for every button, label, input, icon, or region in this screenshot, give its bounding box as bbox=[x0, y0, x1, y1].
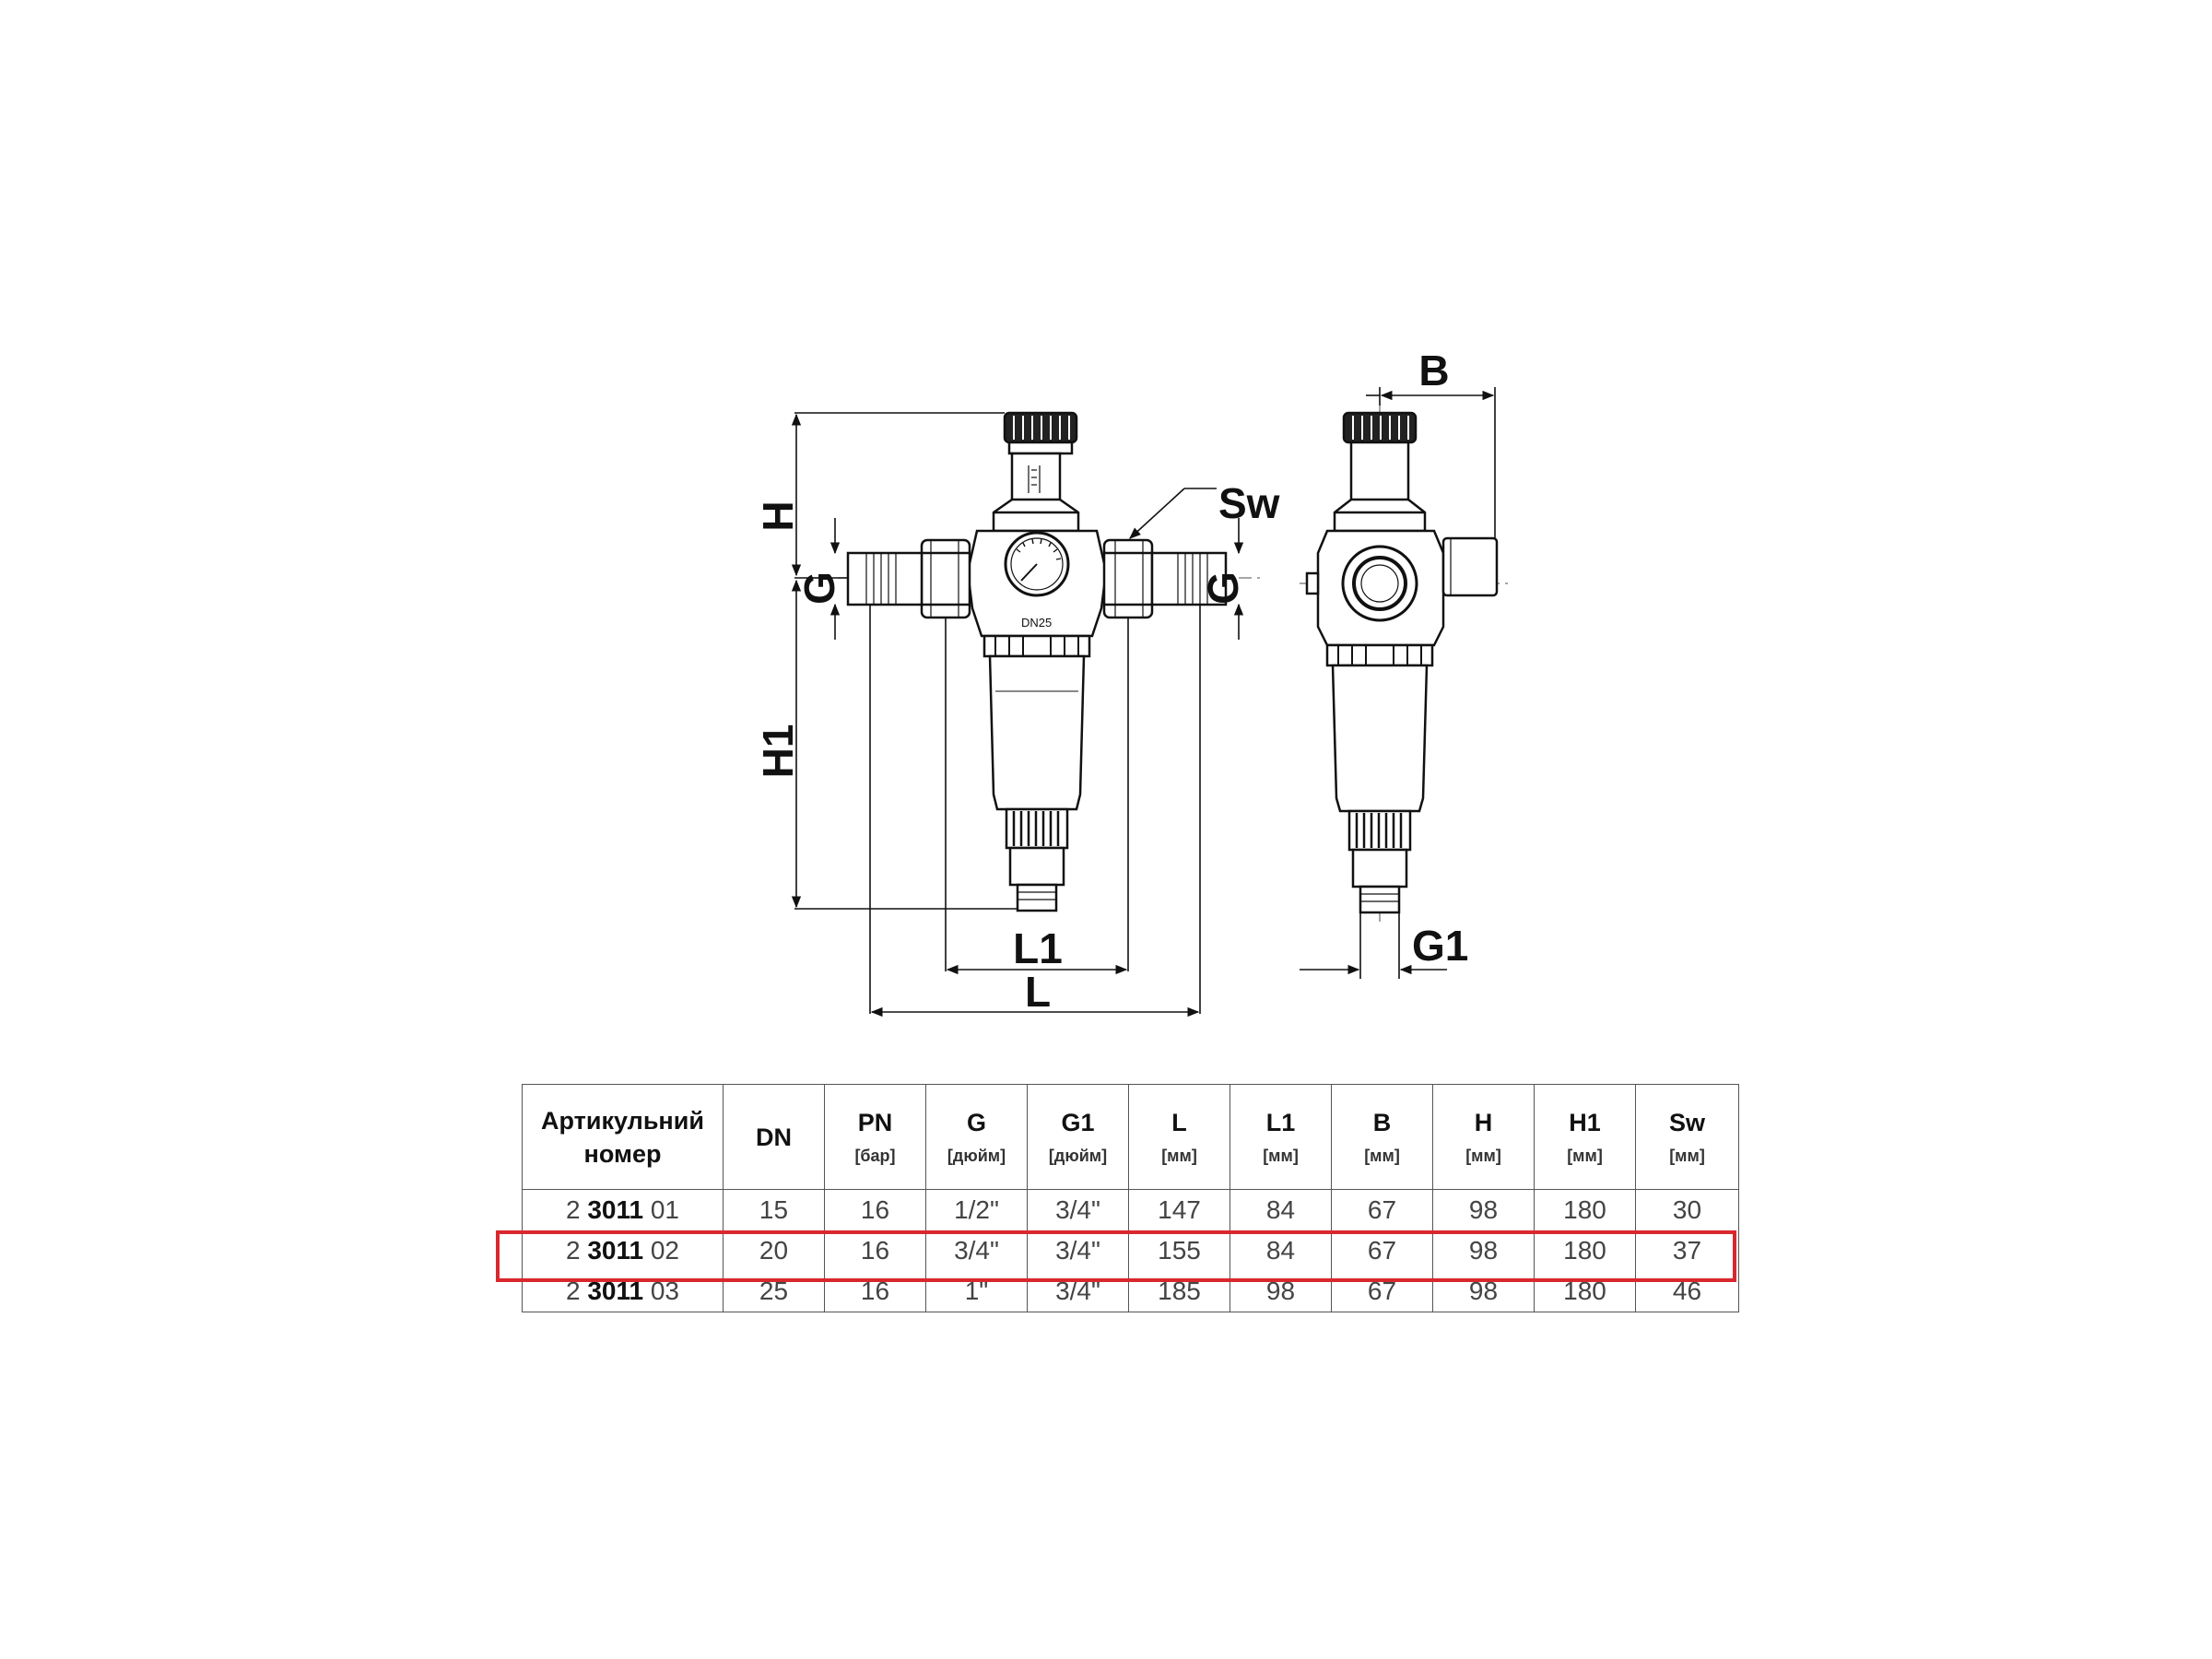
article-prefix: 2 bbox=[565, 1236, 581, 1265]
article-suffix: 02 bbox=[650, 1236, 680, 1265]
header-g1: G1 [дюйм] bbox=[1027, 1084, 1129, 1190]
dim-label-h: H bbox=[754, 500, 802, 531]
front-view: DN25 bbox=[811, 411, 1263, 912]
cell-l1: 84 bbox=[1230, 1189, 1332, 1230]
article-prefix: 2 bbox=[565, 1277, 581, 1305]
cell-g: 1" bbox=[925, 1271, 1028, 1312]
cell-h: 98 bbox=[1432, 1189, 1535, 1230]
header-article-line1: Артикульний bbox=[541, 1106, 704, 1135]
article-number: 2 3011 01 bbox=[522, 1189, 724, 1230]
dim-label-g-left: G bbox=[795, 571, 843, 605]
header-g: G [дюйм] bbox=[925, 1084, 1028, 1190]
outlet-connection bbox=[1102, 538, 1228, 619]
table-row: 2 3011 01 15 16 1/2" 3/4" 147 84 67 98 1… bbox=[522, 1189, 1739, 1230]
header-l1: L1 [мм] bbox=[1230, 1084, 1332, 1190]
size-mark: DN25 bbox=[1021, 616, 1052, 629]
article-main: 3011 bbox=[587, 1236, 644, 1265]
header-pn-name: PN bbox=[857, 1109, 893, 1136]
front-dimensions bbox=[791, 412, 1244, 1018]
header-h1-unit: [мм] bbox=[1567, 1147, 1603, 1165]
header-sw-unit: [мм] bbox=[1669, 1147, 1705, 1165]
side-dimensions bbox=[1300, 387, 1496, 979]
dim-label-g1: G1 bbox=[1412, 922, 1468, 970]
header-pn-unit: [бар] bbox=[854, 1147, 896, 1165]
cell-h: 98 bbox=[1432, 1230, 1535, 1271]
side-gauge bbox=[1441, 536, 1499, 597]
cell-sw: 37 bbox=[1635, 1230, 1739, 1271]
cell-g1: 3/4" bbox=[1027, 1230, 1129, 1271]
header-l: L [мм] bbox=[1128, 1084, 1230, 1190]
filter-bowl bbox=[988, 654, 1086, 811]
cell-sw: 30 bbox=[1635, 1189, 1739, 1230]
header-b-name: B bbox=[1372, 1109, 1392, 1136]
cell-pn: 16 bbox=[824, 1189, 926, 1230]
cell-l1: 84 bbox=[1230, 1230, 1332, 1271]
cell-l: 155 bbox=[1128, 1230, 1230, 1271]
article-suffix: 01 bbox=[650, 1195, 680, 1224]
table-header-row: Артикульний номер DN PN [бар] G [дюйм] G1 [… bbox=[522, 1084, 1739, 1190]
header-l-unit: [мм] bbox=[1161, 1147, 1197, 1165]
inlet-connection bbox=[846, 538, 971, 619]
header-article: Артикульний номер bbox=[522, 1084, 724, 1190]
header-b-unit: [мм] bbox=[1364, 1147, 1400, 1165]
header-article-line2: номер bbox=[583, 1139, 662, 1168]
header-g1-unit: [дюйм] bbox=[1048, 1147, 1108, 1165]
cell-g: 3/4" bbox=[925, 1230, 1028, 1271]
header-g-name: G bbox=[966, 1109, 986, 1136]
cell-pn: 16 bbox=[824, 1230, 926, 1271]
header-l1-name: L1 bbox=[1265, 1109, 1296, 1136]
scale-marks bbox=[1028, 465, 1041, 493]
header-sw-name: Sw bbox=[1668, 1109, 1705, 1136]
article-prefix: 2 bbox=[565, 1195, 581, 1224]
header-dn-name: DN bbox=[756, 1123, 792, 1151]
side-view bbox=[1300, 406, 1512, 922]
dim-label-l1: L1 bbox=[1013, 924, 1063, 972]
cell-h: 98 bbox=[1432, 1271, 1535, 1312]
header-h-name: H bbox=[1474, 1109, 1493, 1136]
header-g1-name: G1 bbox=[1061, 1109, 1095, 1136]
header-l-name: L bbox=[1171, 1109, 1187, 1136]
header-pn: PN [бар] bbox=[824, 1084, 926, 1190]
cell-b: 67 bbox=[1331, 1189, 1433, 1230]
header-l1-unit: [мм] bbox=[1263, 1147, 1299, 1165]
cell-h1: 180 bbox=[1534, 1189, 1636, 1230]
row-highlight-box bbox=[496, 1230, 1736, 1282]
table-row: 2 3011 02 20 16 3/4" 3/4" 155 84 67 98 1… bbox=[522, 1230, 1739, 1271]
cell-g: 1/2" bbox=[925, 1189, 1028, 1230]
adjust-knob bbox=[1003, 411, 1078, 455]
header-h: H [мм] bbox=[1432, 1084, 1535, 1190]
table-row: 2 3011 03 25 16 1" 3/4" 185 98 67 98 180… bbox=[522, 1271, 1739, 1312]
header-dn: DN bbox=[723, 1084, 825, 1190]
dim-label-h1: H1 bbox=[754, 724, 802, 779]
header-sw: Sw [мм] bbox=[1635, 1084, 1739, 1190]
article-number: 2 3011 02 bbox=[522, 1230, 724, 1271]
header-h1: H1 [мм] bbox=[1534, 1084, 1636, 1190]
cell-h1: 180 bbox=[1534, 1230, 1636, 1271]
cell-dn: 15 bbox=[723, 1189, 825, 1230]
cell-g1: 3/4" bbox=[1027, 1189, 1129, 1230]
header-h1-name: H1 bbox=[1569, 1109, 1601, 1136]
article-main: 3011 bbox=[587, 1195, 644, 1224]
cell-b: 67 bbox=[1331, 1230, 1433, 1271]
dim-label-g-right: G bbox=[1199, 571, 1247, 605]
dim-label-l: L bbox=[1025, 968, 1051, 1016]
dim-label-b: B bbox=[1418, 347, 1449, 394]
header-b: B [мм] bbox=[1331, 1084, 1433, 1190]
cell-l: 147 bbox=[1128, 1189, 1230, 1230]
dim-label-sw: Sw bbox=[1218, 479, 1280, 527]
header-g-unit: [дюйм] bbox=[947, 1147, 1006, 1165]
spec-table: Артикульний номер DN PN [бар] G [дюйм] G1 [… bbox=[522, 1084, 1739, 1312]
header-h-unit: [мм] bbox=[1465, 1147, 1501, 1165]
